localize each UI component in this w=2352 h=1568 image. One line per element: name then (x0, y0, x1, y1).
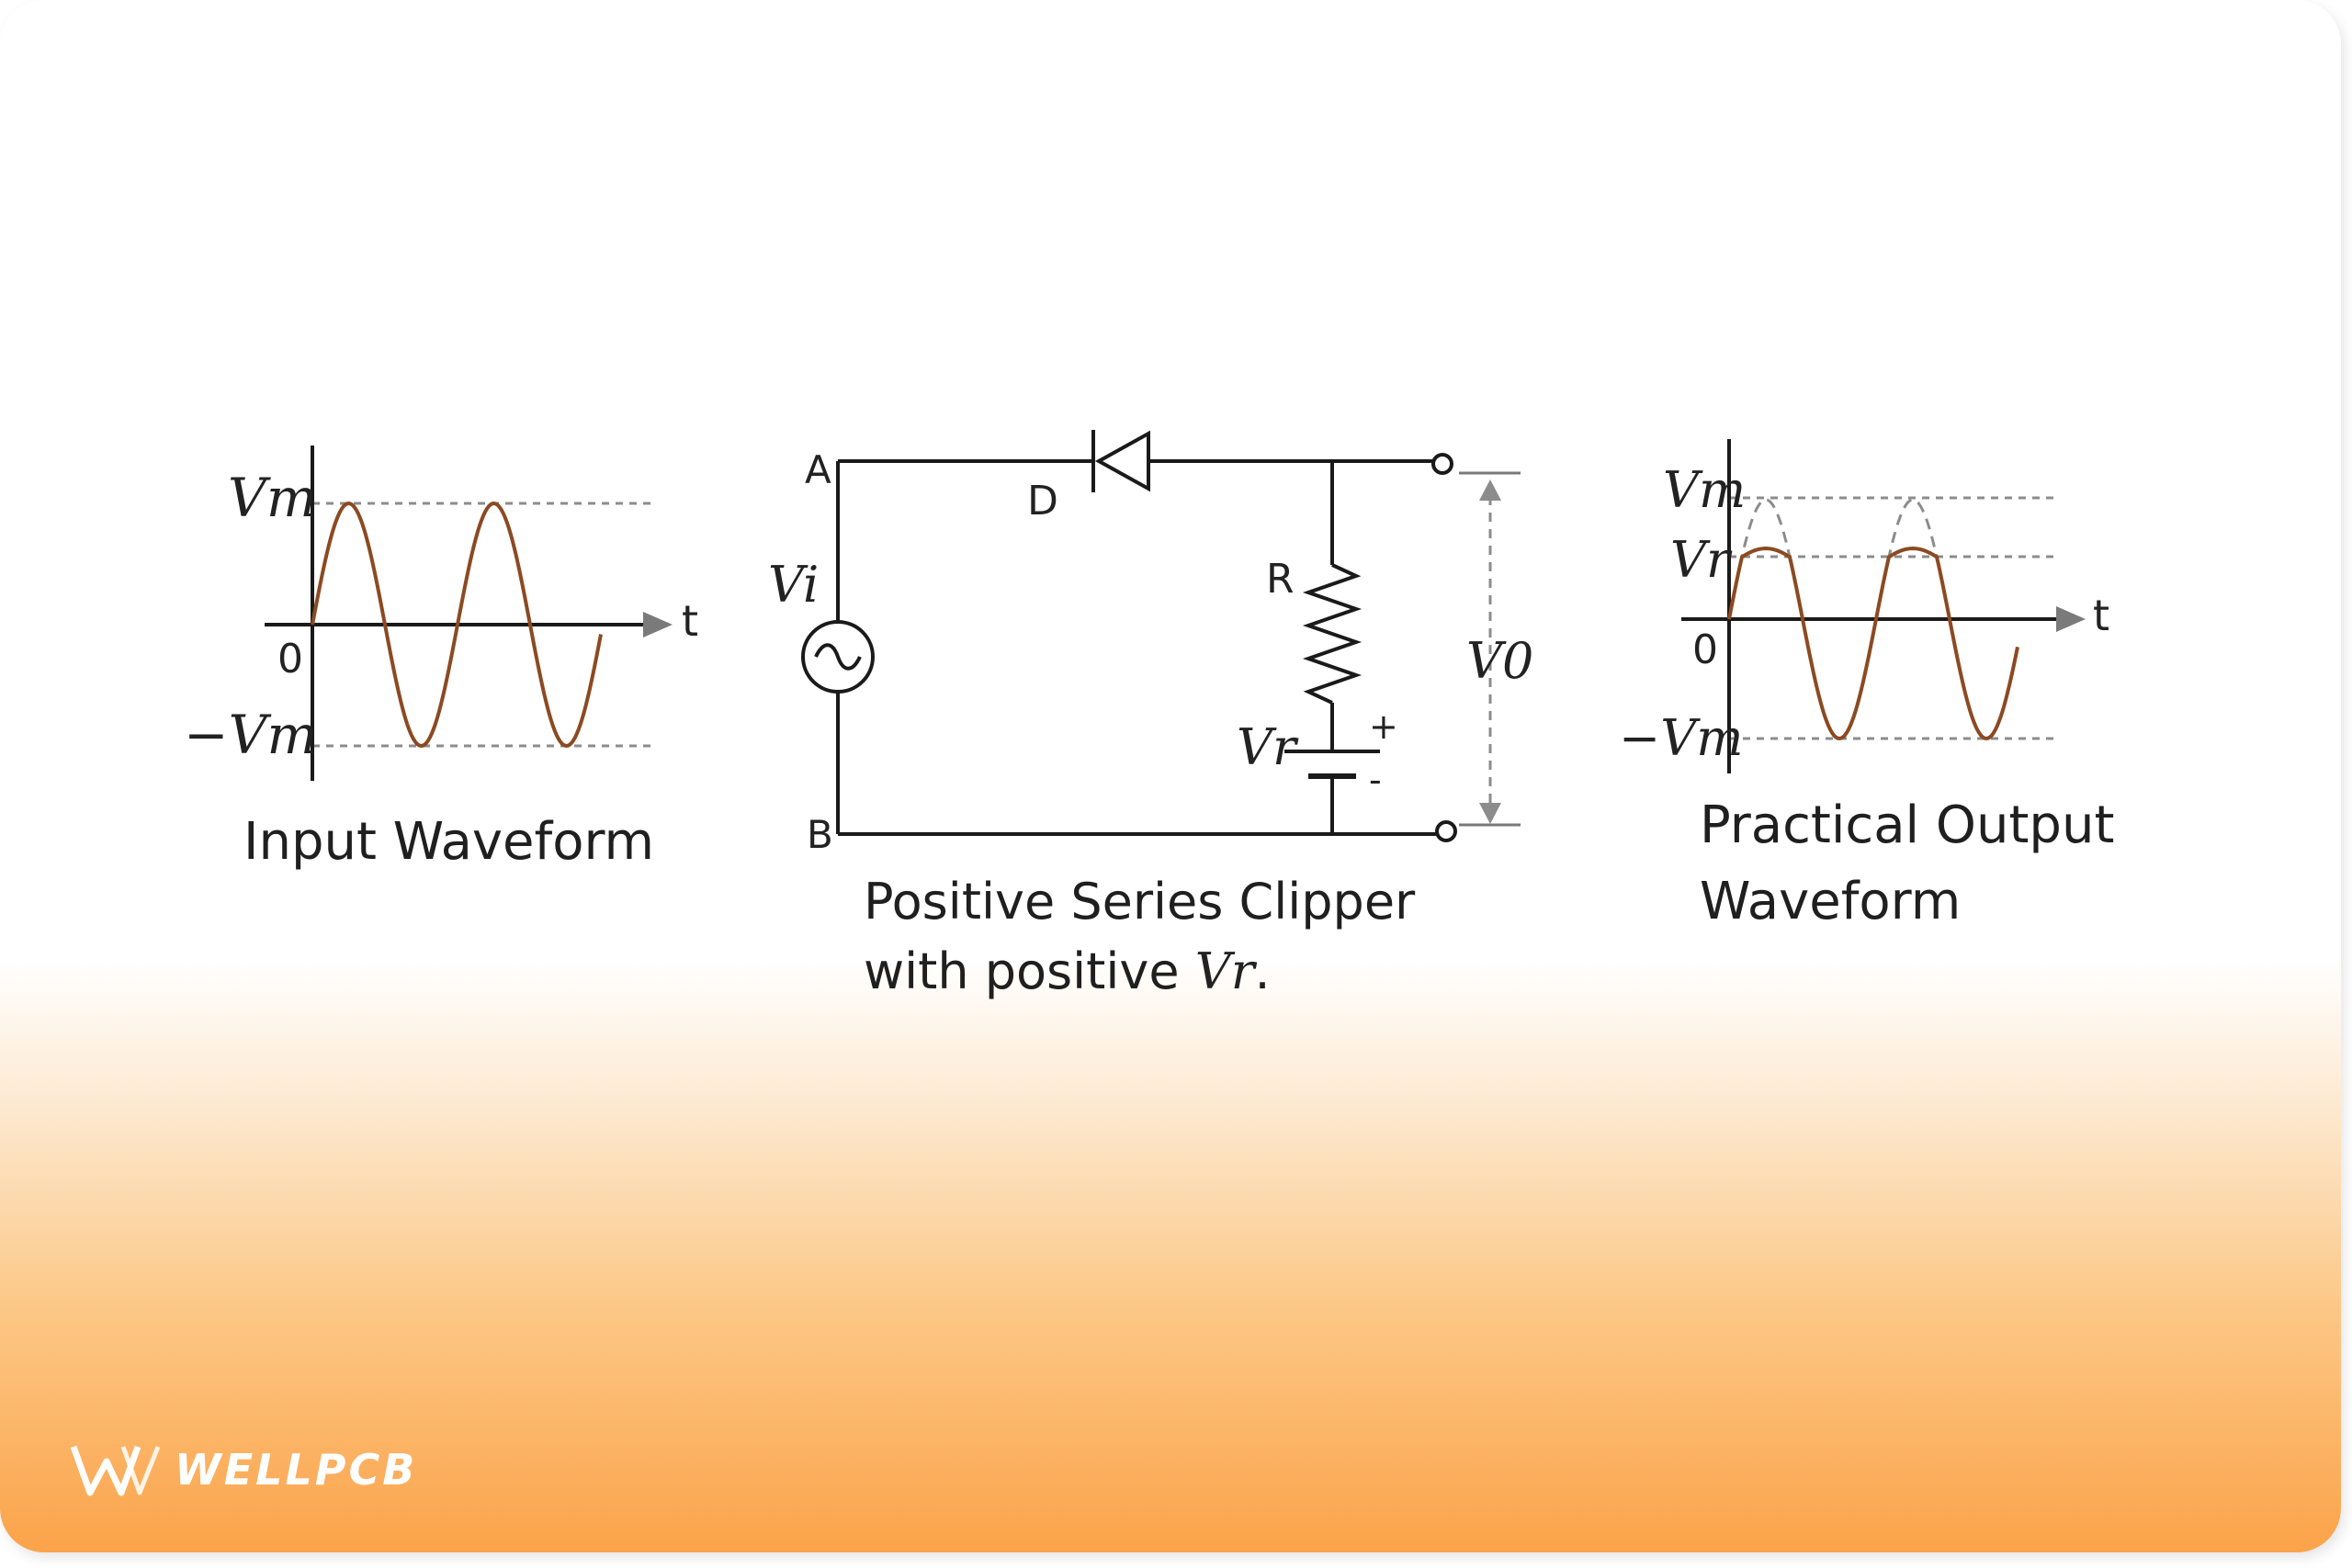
ac-source-wave-icon (814, 643, 862, 671)
output-terminal-top[interactable] (1431, 453, 1453, 475)
output-neg-vm-label: −Vm (1619, 709, 1743, 767)
input-sine-wave (311, 501, 603, 749)
diode-label: D (1027, 478, 1058, 525)
resistor-label: R (1266, 556, 1295, 603)
wellpcb-logo-icon (70, 1445, 161, 1496)
circuit-caption-line2: with positive Vr. (864, 942, 1271, 1000)
node-a-label: A (805, 447, 831, 492)
input-zero-label: 0 (277, 636, 303, 682)
battery-plus-label: + (1369, 706, 1398, 747)
input-caption: Input Waveform (243, 812, 654, 872)
ac-source-icon (801, 620, 875, 694)
diode-icon (1091, 430, 1150, 492)
vo-arrow-up-icon (1479, 479, 1501, 501)
output-t-label: t (2093, 591, 2109, 640)
resistor-icon (1302, 563, 1363, 705)
output-t-arrow-icon (2056, 606, 2086, 632)
circuit-caption-line1: Positive Series Clipper (864, 873, 1416, 931)
output-vr-label: Vr (1670, 531, 1733, 589)
vo-arrow-down-icon (1479, 803, 1501, 824)
battery-minus-label: - (1369, 760, 1382, 800)
vr-label: Vr (1237, 718, 1299, 776)
wellpcb-logo-text: WELLPCB (175, 1445, 418, 1495)
circuit-labels: A B D R Vi Vr + - V0 Positive Series Cli… (768, 447, 1533, 1000)
wellpcb-logo: WELLPCB (70, 1438, 417, 1502)
input-vm-label: Vm (228, 467, 317, 529)
vi-label: Vi (768, 556, 819, 614)
vo-label: V0 (1466, 632, 1533, 690)
output-zero-label: 0 (1692, 626, 1718, 673)
input-waveform-graph: Vm −Vm 0 t Input Waveform (184, 446, 698, 872)
output-waveform-graph: Vm Vr −Vm 0 t Practical Output Waveform (1619, 439, 2114, 931)
output-vm-label: Vm (1663, 461, 1746, 519)
input-t-label: t (682, 596, 698, 646)
output-caption-line2: Waveform (1700, 872, 1961, 931)
node-b-label: B (807, 812, 833, 857)
input-t-arrow-icon (643, 612, 673, 637)
clipper-circuit (801, 430, 1521, 842)
output-caption-line1: Practical Output (1700, 795, 2114, 855)
input-neg-vm-label: −Vm (184, 704, 317, 766)
output-terminal-bottom[interactable] (1435, 820, 1457, 842)
output-clipped-wave (1727, 546, 2019, 741)
